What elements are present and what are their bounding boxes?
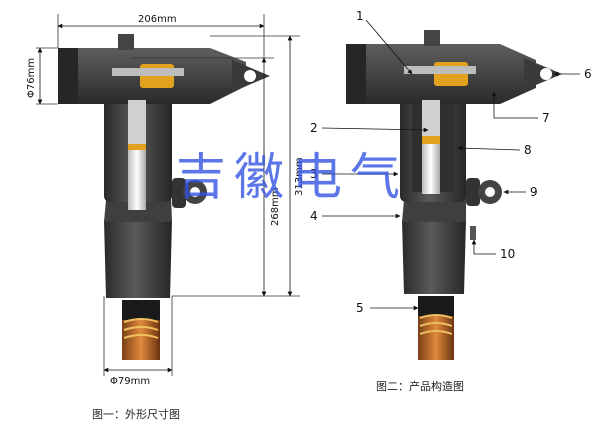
figure1-caption: 图一：外形尺寸图: [92, 407, 180, 421]
callout-7: 7: [542, 111, 550, 125]
callout-4: 4: [310, 209, 318, 223]
dim-height-short-label: 268mm: [270, 187, 281, 226]
figure2-caption: 图二：产品构造图: [376, 379, 464, 393]
callout-3: 3: [310, 167, 318, 181]
figure2-callouts: 1 2 3 4 5 6 7 8 9 10: [310, 9, 592, 315]
figure2-cable: [418, 296, 454, 360]
figure1-connector: [58, 34, 270, 360]
figure1-eyelet: [232, 60, 270, 92]
callout-2: 2: [310, 121, 318, 135]
callout-8: 8: [524, 143, 532, 157]
callout-5: 5: [356, 301, 364, 315]
dim-height-total-label: 313mm: [294, 157, 305, 196]
dim-body-dia-label: Φ79mm: [110, 376, 150, 387]
figure2-eyelet: [524, 58, 562, 90]
callout-6: 6: [584, 67, 592, 81]
figure2-test-point: [466, 178, 502, 206]
callout-1: 1: [356, 9, 364, 23]
callout-10: 10: [500, 247, 515, 261]
figure1-test-point: [172, 178, 207, 208]
dim-width-label: 206mm: [138, 14, 177, 25]
figure2-lower-sleeve: [402, 220, 466, 294]
callout-9: 9: [530, 185, 538, 199]
dim-head-dia-label: Φ76mm: [26, 58, 37, 98]
figure2-connector: [346, 30, 562, 360]
figure1-cable: [122, 300, 160, 360]
figure1-lower-sleeve: [104, 220, 172, 298]
watermark-text: 吉徽电气: [176, 148, 408, 206]
figure1-dimensions: 206mm Φ76mm 268mm 313mm Φ79mm: [26, 14, 305, 387]
